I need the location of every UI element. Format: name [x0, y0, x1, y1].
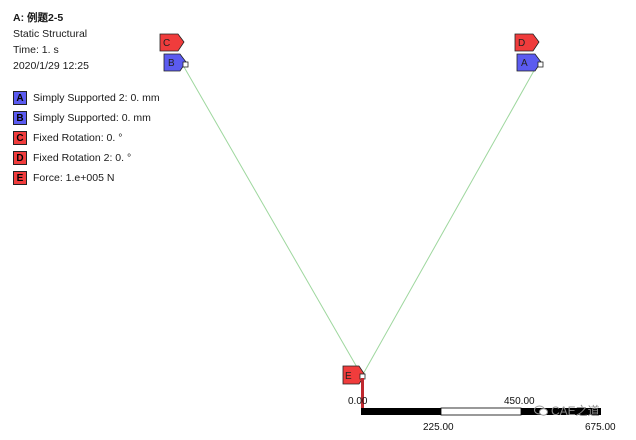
analysis-type: Static Structural: [13, 28, 88, 40]
legend-item-e[interactable]: E Force: 1.e+005 N: [13, 170, 160, 186]
legend-label-c: Fixed Rotation: 0. °: [33, 132, 123, 144]
legend-swatch-e: E: [13, 171, 27, 185]
boundary-condition-legend: A Simply Supported 2: 0. mm B Simply Sup…: [13, 90, 160, 190]
wechat-icon: [534, 405, 548, 416]
legend-item-a[interactable]: A Simply Supported 2: 0. mm: [13, 90, 160, 106]
legend-label-d: Fixed Rotation 2: 0. °: [33, 152, 132, 164]
legend-swatch-b: B: [13, 111, 27, 125]
legend-swatch-d: D: [13, 151, 27, 165]
member-left[interactable]: [179, 59, 363, 377]
legend-swatch-a: A: [13, 91, 27, 105]
legend-label-e: Force: 1.e+005 N: [33, 172, 115, 184]
legend-item-d[interactable]: D Fixed Rotation 2: 0. °: [13, 150, 160, 166]
member-right[interactable]: [361, 59, 541, 377]
tag-d[interactable]: D: [514, 33, 540, 52]
scale-label-225: 225.00: [423, 422, 454, 433]
legend-swatch-c: C: [13, 131, 27, 145]
scale-segment-2: [440, 407, 522, 416]
tag-d-label: D: [518, 38, 525, 49]
scale-bar: 0.00 450.00 225.00 675.00: [348, 396, 616, 433]
tag-b[interactable]: B: [163, 53, 189, 72]
tag-e-label: E: [345, 371, 352, 382]
legend-item-c[interactable]: C Fixed Rotation: 0. °: [13, 130, 160, 146]
watermark: CAE之道: [534, 402, 600, 419]
node-marker-a: [537, 61, 544, 68]
watermark-text: CAE之道: [551, 404, 600, 418]
scale-label-675: 675.00: [585, 422, 616, 433]
force-arrow-icon: [361, 378, 364, 410]
scale-label-450: 450.00: [504, 396, 535, 407]
tag-b-label: B: [168, 58, 175, 69]
scale-segment-3: [521, 408, 601, 415]
scale-label-0: 0.00: [348, 396, 368, 407]
node-marker-b: [182, 61, 189, 68]
legend-item-b[interactable]: B Simply Supported: 0. mm: [13, 110, 160, 126]
tag-c-label: C: [163, 38, 170, 49]
scale-segment-1: [361, 408, 441, 415]
tag-a-label: A: [521, 58, 528, 69]
date-label: 2020/1/29 12:25: [13, 60, 89, 72]
tag-a[interactable]: A: [516, 53, 544, 72]
time-label: Time: 1. s: [13, 44, 59, 56]
model-title: A: 例题2-5: [13, 12, 64, 24]
legend-label-b: Simply Supported: 0. mm: [33, 112, 151, 124]
tag-c[interactable]: C: [159, 33, 185, 52]
legend-label-a: Simply Supported 2: 0. mm: [33, 92, 160, 104]
model-info: A: 例题2-5 Static Structural Time: 1. s 20…: [13, 10, 89, 74]
